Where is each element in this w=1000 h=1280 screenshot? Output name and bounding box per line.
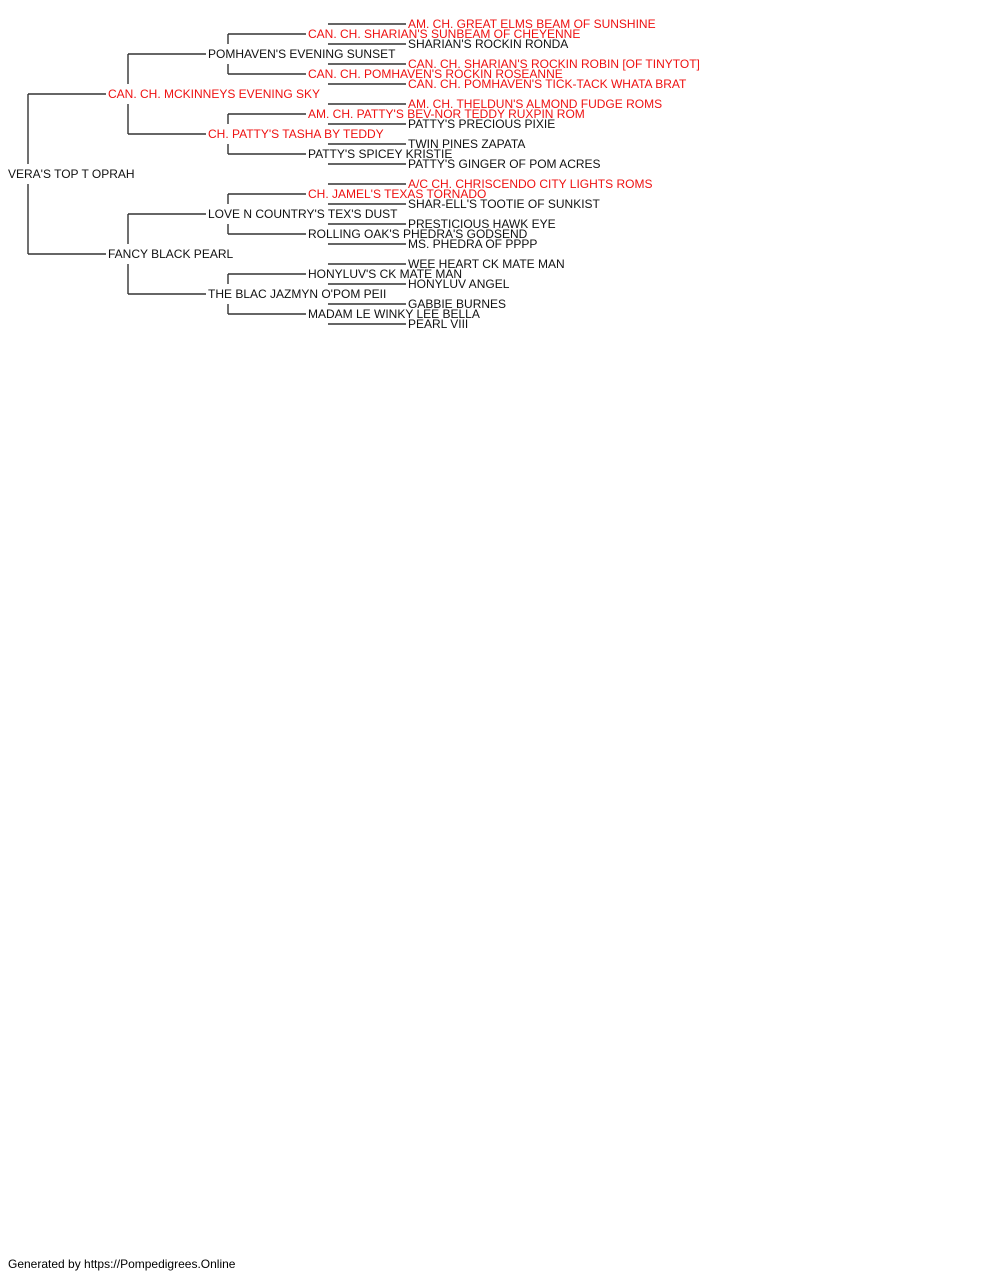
pedigree-name: WEE HEART CK MATE MAN [408, 257, 565, 271]
pedigree-name: THE BLAC JAZMYN O'POM PEII [208, 287, 386, 301]
pedigree-name: AM. CH. THELDUN'S ALMOND FUDGE ROMS [408, 97, 662, 111]
pedigree-name: TWIN PINES ZAPATA [408, 137, 525, 151]
pedigree-name: CAN. CH. POMHAVEN'S ROCKIN ROSEANNE [308, 67, 563, 81]
pedigree-name: HONYLUV'S CK MATE MAN [308, 267, 462, 281]
pedigree-name: CH. JAMEL'S TEXAS TORNADO [308, 187, 486, 201]
pedigree-name: LOVE N COUNTRY'S TEX'S DUST [208, 207, 398, 221]
pedigree-name: VERA'S TOP T OPRAH [8, 167, 135, 181]
pedigree-names: VERA'S TOP T OPRAH CAN. CH. MCKINNEYS EVE… [8, 17, 700, 331]
pedigree-name: ROLLING OAK'S PHEDRA'S GODSEND [308, 227, 528, 241]
pedigree-name: POMHAVEN'S EVENING SUNSET [208, 47, 396, 61]
pedigree-name: GABBIE BURNES [408, 297, 506, 311]
pedigree-name: SHAR-ELL'S TOOTIE OF SUNKIST [408, 197, 601, 211]
pedigree-name: PRESTICIOUS HAWK EYE [408, 217, 556, 231]
pedigree-name: AM. CH. GREAT ELMS BEAM OF SUNSHINE [408, 17, 656, 31]
pedigree-name: CAN. CH. POMHAVEN'S TICK-TACK WHATA BRAT [408, 77, 687, 91]
pedigree-name: AM. CH. PATTY'S BEV-NOR TEDDY RUXPIN ROM [308, 107, 585, 121]
pedigree-name: CH. PATTY'S TASHA BY TEDDY [208, 127, 384, 141]
pedigree-name: CAN. CH. SHARIAN'S ROCKIN ROBIN [OF TINY… [408, 57, 700, 71]
pedigree-connectors [27, 23, 406, 325]
pedigree-name: MADAM LE WINKY LEE BELLA [308, 307, 480, 321]
pedigree-name: CAN. CH. MCKINNEYS EVENING SKY [108, 87, 320, 101]
pedigree-name: A/C CH. CHRISCENDO CITY LIGHTS ROMS [408, 177, 652, 191]
pedigree-name: FANCY BLACK PEARL [108, 247, 233, 261]
pedigree-name: PEARL VIII [408, 317, 468, 331]
pedigree-name: PATTY'S GINGER OF POM ACRES [408, 157, 601, 171]
pedigree-name: CAN. CH. SHARIAN'S SUNBEAM OF CHEYENNE [308, 27, 580, 41]
footer-credit: Generated by https://Pompedigrees.Online [8, 1257, 236, 1271]
pedigree-name: PATTY'S SPICEY KRISTIE [308, 147, 452, 161]
pedigree-name: SHARIAN'S ROCKIN RONDA [408, 37, 568, 51]
pedigree-name: MS. PHEDRA OF PPPP [408, 237, 537, 251]
pedigree-name: PATTY'S PRECIOUS PIXIE [408, 117, 555, 131]
pedigree-name: HONYLUV ANGEL [408, 277, 510, 291]
